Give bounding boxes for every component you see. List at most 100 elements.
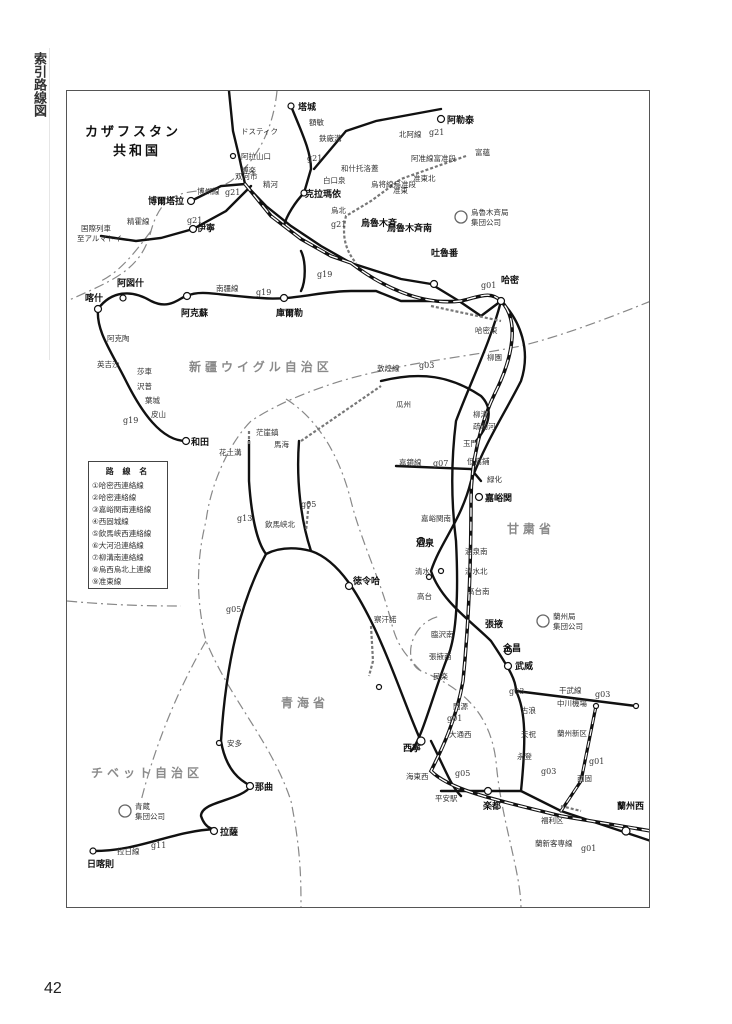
svg-text:皮山: 皮山 xyxy=(151,409,166,419)
svg-text:喀什: 喀什 xyxy=(85,292,103,304)
index-tab xyxy=(27,48,50,360)
svg-text:g21: g21 xyxy=(331,220,346,229)
svg-text:塔城: 塔城 xyxy=(298,101,316,113)
svg-text:吐魯番: 吐魯番 xyxy=(431,247,459,259)
svg-text:茫崖鎮: 茫崖鎮 xyxy=(256,427,279,437)
svg-text:嘉峪関: 嘉峪関 xyxy=(484,492,512,504)
svg-text:額敏: 額敏 xyxy=(309,117,324,127)
svg-text:g03: g03 xyxy=(595,690,610,699)
svg-text:博州線: 博州線 xyxy=(197,186,220,196)
svg-text:海東西: 海東西 xyxy=(406,771,429,781)
country-kazakhstan: カザフスタン xyxy=(85,125,181,140)
svg-text:張掖西: 張掖西 xyxy=(429,651,452,661)
legend-item: ④西固城線 xyxy=(92,517,129,526)
legend-item: ⑥大河沿連絡線 xyxy=(92,541,144,550)
svg-text:双河市: 双河市 xyxy=(235,171,258,181)
svg-text:清水北: 清水北 xyxy=(465,566,488,576)
svg-text:博楽: 博楽 xyxy=(241,165,256,175)
country-kazakhstan-2: 共和国 xyxy=(113,143,161,159)
region-tibet: チベット自治区 xyxy=(91,765,203,780)
svg-text:酒泉南: 酒泉南 xyxy=(465,546,488,556)
svg-text:g05: g05 xyxy=(455,769,470,778)
province-borders xyxy=(67,91,649,907)
high-speed-lines xyxy=(243,182,649,833)
svg-text:g19: g19 xyxy=(317,270,332,279)
svg-text:鉄廠溝: 鉄廠溝 xyxy=(319,133,342,143)
svg-text:庫爾勒: 庫爾勒 xyxy=(276,307,303,319)
svg-text:g03: g03 xyxy=(419,361,434,370)
svg-text:西固: 西固 xyxy=(577,774,592,783)
svg-text:青蔵: 青蔵 xyxy=(135,801,150,811)
svg-text:柳園: 柳園 xyxy=(487,352,502,362)
svg-text:ドスティク: ドスティク xyxy=(241,127,278,136)
svg-text:g03: g03 xyxy=(541,767,556,776)
svg-text:g11: g11 xyxy=(151,841,166,850)
station-markers xyxy=(89,102,640,855)
route-map: カザフスタン 共和国 新疆ウイグル自治区 甘粛省 青海省 チベット自治区 塔城 … xyxy=(66,90,650,908)
svg-text:阿勒泰: 阿勒泰 xyxy=(447,114,475,126)
svg-text:烏魯木斉: 烏魯木斉 xyxy=(361,217,398,229)
svg-text:集団公司: 集団公司 xyxy=(553,621,583,631)
svg-text:嘉鏡線: 嘉鏡線 xyxy=(399,457,422,467)
svg-text:g05: g05 xyxy=(301,500,316,509)
side-title: 索引路線図 xyxy=(31,52,46,117)
svg-text:和田: 和田 xyxy=(190,436,209,448)
svg-text:蘭州新区: 蘭州新区 xyxy=(557,728,587,738)
svg-text:莎車: 莎車 xyxy=(137,366,152,376)
svg-text:烏魯木斉局: 烏魯木斉局 xyxy=(471,207,509,217)
svg-text:阿准線富准段: 阿准線富准段 xyxy=(411,153,456,163)
svg-text:准東北: 准東北 xyxy=(413,173,436,183)
svg-text:拉日線: 拉日線 xyxy=(117,846,140,856)
svg-text:阿克蘇: 阿克蘇 xyxy=(181,307,208,319)
svg-text:干武線: 干武線 xyxy=(559,685,582,695)
svg-text:張掖: 張掖 xyxy=(485,618,504,630)
svg-text:高台南: 高台南 xyxy=(467,586,490,596)
svg-text:酒泉: 酒泉 xyxy=(416,537,435,549)
region-xinjiang: 新疆ウイグル自治区 xyxy=(189,359,333,374)
svg-text:北阿線: 北阿線 xyxy=(399,129,422,139)
legend-item: ③嘉峪関南連絡線 xyxy=(92,505,152,514)
svg-text:低窩鋪: 低窩鋪 xyxy=(467,456,490,466)
svg-text:民楽: 民楽 xyxy=(433,671,448,681)
planned-lines xyxy=(247,154,582,813)
svg-text:安多: 安多 xyxy=(227,738,242,748)
route-map-svg: カザフスタン 共和国 新疆ウイグル自治区 甘粛省 青海省 チベット自治区 塔城 … xyxy=(67,91,649,907)
railway-lines xyxy=(91,91,649,853)
svg-text:日喀則: 日喀則 xyxy=(87,858,114,870)
svg-text:g21: g21 xyxy=(307,154,322,163)
svg-text:拉薩: 拉薩 xyxy=(220,826,238,838)
svg-text:金昌: 金昌 xyxy=(502,642,521,654)
bureau-qingzang: 青蔵 集団公司 xyxy=(118,801,165,821)
legend-title: 路 線 名 xyxy=(105,467,151,476)
region-gansu: 甘粛省 xyxy=(507,521,555,536)
svg-text:g05: g05 xyxy=(226,605,241,614)
svg-text:g21: g21 xyxy=(429,128,444,137)
svg-text:瓜州: 瓜州 xyxy=(396,400,411,409)
svg-text:平安駅: 平安駅 xyxy=(435,793,458,803)
svg-text:沢普: 沢普 xyxy=(137,381,152,391)
svg-text:高台: 高台 xyxy=(417,591,432,601)
svg-text:g13: g13 xyxy=(237,514,252,523)
svg-text:烏北: 烏北 xyxy=(331,205,346,215)
svg-text:阿図什: 阿図什 xyxy=(117,277,144,289)
svg-text:玉門: 玉門 xyxy=(463,439,478,448)
svg-text:蘭州西: 蘭州西 xyxy=(617,800,644,812)
svg-text:永登: 永登 xyxy=(517,751,532,761)
svg-text:g01: g01 xyxy=(581,844,596,853)
svg-text:中川機場: 中川機場 xyxy=(557,698,587,708)
svg-text:g01: g01 xyxy=(447,714,462,723)
svg-text:天祝: 天祝 xyxy=(521,729,536,739)
svg-text:克拉瑪依: 克拉瑪依 xyxy=(305,188,342,200)
page-number: 42 xyxy=(44,980,62,997)
svg-text:g19: g19 xyxy=(256,288,271,297)
svg-text:白口泉: 白口泉 xyxy=(323,175,346,185)
svg-text:臨沢南: 臨沢南 xyxy=(431,629,454,639)
svg-text:g01: g01 xyxy=(589,757,604,766)
svg-text:緑化: 緑化 xyxy=(487,474,502,484)
svg-text:英吉沙: 英吉沙 xyxy=(97,359,120,369)
svg-text:国際列車: 国際列車 xyxy=(81,223,111,233)
svg-text:門源: 門源 xyxy=(453,702,468,711)
svg-text:嘉峪関南: 嘉峪関南 xyxy=(421,513,451,523)
route-legend: 路 線 名 ①哈密西連絡線 ②哈密連絡線 ③嘉峪関南連絡線 ④西固城線 ⑤飲馬峡… xyxy=(88,461,168,589)
svg-text:伊寧: 伊寧 xyxy=(196,222,215,234)
